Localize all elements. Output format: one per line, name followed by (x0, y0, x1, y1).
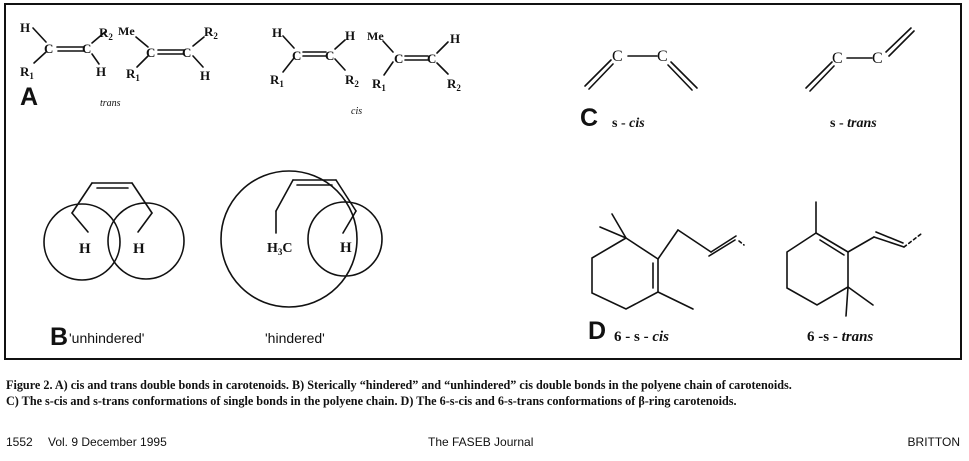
s-trans-c-left: C (832, 50, 843, 67)
panel-a-letter: A (20, 83, 38, 111)
trans-methyl-double-bond (135, 36, 205, 68)
page-footer: 1552 Vol. 9 December 1995 The FASEB Jour… (6, 435, 960, 451)
figure-2: H C C R1 R2 H Me C C R1 R2 H H C C H R1 … (20, 20, 922, 351)
trans-me-c-right: C (182, 45, 191, 60)
trans-r2: R2 (99, 25, 113, 42)
trans-h-bottom: H (96, 64, 106, 79)
figure-frame (4, 3, 962, 360)
panel-c-letter: C (580, 104, 598, 132)
cis-me-r1: R1 (372, 76, 386, 93)
s-cis-diene (584, 55, 698, 91)
trans-double-bond (32, 27, 106, 65)
s-trans-diene (805, 27, 915, 92)
cis-me-c-left: C (394, 51, 403, 66)
volume-info: Vol. 9 December 1995 (48, 435, 167, 449)
cis-me-c-right: C (427, 51, 436, 66)
journal-name: The FASEB Journal (428, 435, 534, 449)
trans-me-c-left: C (146, 45, 155, 60)
trans-c-left: C (44, 41, 53, 56)
caption-line-2: C) The s-cis and s-trans conformations o… (6, 394, 737, 408)
caption-line-1: Figure 2. A) cis and trans double bonds … (6, 378, 792, 392)
hindered-label: 'hindered' (265, 330, 325, 346)
hindered-cis-chain (220, 170, 383, 308)
cis-me-r2: R2 (447, 76, 461, 93)
page-number: 1552 (6, 435, 33, 449)
cis-me: Me (367, 29, 384, 43)
cis-r1: R1 (270, 72, 284, 89)
cis-label: cis (351, 106, 362, 117)
s-trans-c-right: C (872, 50, 883, 67)
figure-caption: Figure 2. A) cis and trans double bonds … (6, 377, 964, 409)
trans-me: Me (118, 24, 135, 38)
trans-me-r1: R1 (126, 66, 140, 83)
6-s-cis-ring (591, 213, 745, 310)
unhindered-cis-chain (43, 182, 185, 281)
cis-h-left: H (272, 25, 282, 40)
trans-h-top: H (20, 20, 30, 35)
cis-c-right: C (325, 48, 334, 63)
6-s-trans-ring (786, 201, 922, 317)
cis-r2: R2 (345, 72, 359, 89)
panel-b-letter: B (50, 323, 68, 351)
trans-r1: R1 (20, 64, 34, 81)
cis-c-left: C (292, 48, 301, 63)
author-name: BRITTON (907, 435, 960, 449)
s-cis-c-left: C (612, 48, 623, 65)
cis-double-bond (282, 35, 346, 73)
s-cis-label: s - cis (612, 116, 645, 131)
s-cis-c-right: C (657, 48, 668, 65)
hindered-h: H (340, 240, 352, 256)
cis-methyl-double-bond (382, 40, 449, 76)
trans-label: trans (100, 98, 121, 109)
cis-h-right: H (345, 28, 355, 43)
6-s-trans-label: 6 -s - trans (807, 329, 873, 345)
cis-me-h: H (450, 31, 460, 46)
6-s-cis-label: 6 - s - cis (614, 329, 669, 345)
trans-c-right: C (82, 41, 91, 56)
unhindered-h-right: H (133, 241, 145, 257)
trans-me-h: H (200, 68, 210, 83)
trans-me-r2: R2 (204, 24, 218, 41)
unhindered-h-left: H (79, 241, 91, 257)
panel-d-letter: D (588, 317, 606, 345)
s-trans-label: s - trans (830, 116, 877, 131)
unhindered-label: 'unhindered' (69, 330, 144, 346)
methyl-group: H3C (267, 241, 293, 257)
